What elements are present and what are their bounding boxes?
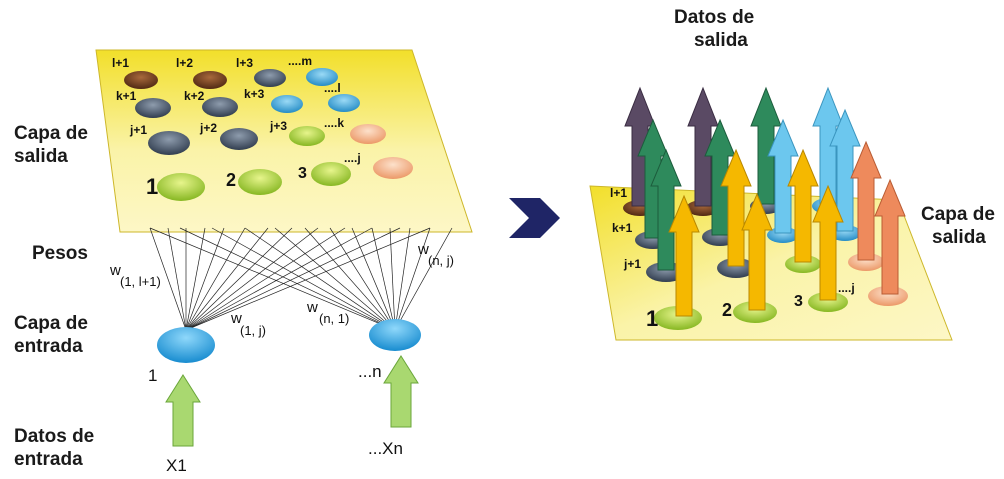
node-m <box>306 68 338 86</box>
svg-text:(1, j): (1, j) <box>240 323 266 338</box>
weight-connections <box>149 227 453 331</box>
grid-label-j1: j+1 <box>129 123 147 137</box>
grid-label-3: 3 <box>298 165 307 182</box>
output-arrows <box>624 86 906 317</box>
output-arrow-purple-2 <box>687 86 719 207</box>
grid-label-j: ....j <box>344 151 361 165</box>
chevron-arrow-icon <box>509 198 560 238</box>
svg-text:w: w <box>417 241 429 258</box>
grid-label-l2: l+2 <box>176 56 193 70</box>
right-grid-label-k1: k+1 <box>612 221 633 235</box>
node-k1 <box>135 98 171 118</box>
grid-label-k: ....k <box>324 116 344 130</box>
output-arrow-orange-1 <box>720 148 752 267</box>
input-arrow-n <box>383 355 419 428</box>
node-j2 <box>220 128 258 150</box>
grid-label-j3: j+3 <box>269 119 287 133</box>
node-l3 <box>254 69 286 87</box>
weight-label-1-l1: w (1, l+1) <box>109 262 161 289</box>
svg-text:(n, j): (n, j) <box>428 253 454 268</box>
right-output-layer-label-line1: Capa de <box>921 204 995 225</box>
svg-text:w: w <box>306 299 318 316</box>
grid-label-2: 2 <box>226 170 236 190</box>
output-layer-label-line2: salida <box>14 146 68 167</box>
output-node-labels: l+1 l+2 l+3 ....m k+1 k+2 k+3 ....l j+1 … <box>112 54 361 199</box>
node-3 <box>311 162 351 186</box>
right-network: l+1 k+1 j+1 1 2 3 ....j <box>589 7 995 341</box>
output-nodes <box>124 68 413 201</box>
input-data-label-line1: Datos de <box>14 426 94 447</box>
svg-text:(n, 1): (n, 1) <box>319 311 349 326</box>
weight-label-n-j: w (n, j) <box>417 241 454 268</box>
right-grid-label-j: ....j <box>838 281 855 295</box>
grid-label-j2: j+2 <box>199 121 217 135</box>
output-arrow-green-1 <box>750 86 782 205</box>
right-grid-label-3: 3 <box>794 293 803 310</box>
right-grid-label-j1: j+1 <box>623 257 641 271</box>
right-grid-label-l1: l+1 <box>610 186 627 200</box>
output-arrow-green-4 <box>650 148 682 271</box>
weight-label-n-1: w (n, 1) <box>306 299 349 326</box>
left-network: l+1 l+2 l+3 ....m k+1 k+2 k+3 ....l j+1 … <box>14 49 473 475</box>
svg-text:(1, l+1): (1, l+1) <box>120 274 161 289</box>
node-j <box>373 157 413 179</box>
node-k <box>350 124 386 144</box>
node-j3 <box>289 126 325 146</box>
output-arrow-lightblue-3 <box>829 108 861 232</box>
output-arrow-lightblue-2 <box>767 118 799 234</box>
output-arrow-orange-2 <box>787 148 819 263</box>
input-xn-label: ...Xn <box>368 439 403 458</box>
right-node-2 <box>733 301 777 323</box>
input-node-n-label: ...n <box>358 362 382 381</box>
grid-label-k1: k+1 <box>116 89 137 103</box>
input-node-n <box>369 319 421 351</box>
input-x1-label: X1 <box>166 456 187 475</box>
output-data-label-line1: Datos de <box>674 7 754 28</box>
node-2 <box>238 169 282 195</box>
right-node-3 <box>808 292 848 312</box>
input-layer-label-line2: entrada <box>14 336 83 357</box>
node-l <box>328 94 360 112</box>
input-arrow-1 <box>165 374 201 447</box>
node-l2 <box>193 71 227 89</box>
node-j1 <box>148 131 190 155</box>
output-arrow-orange-3 <box>668 194 700 317</box>
node-k2 <box>202 97 238 117</box>
output-arrow-orange-4 <box>741 192 773 311</box>
svg-text:w: w <box>230 310 242 327</box>
input-layer-label-line1: Capa de <box>14 313 88 334</box>
grid-label-k2: k+2 <box>184 89 205 103</box>
output-arrow-salmon-1 <box>850 140 882 261</box>
grid-label-m: ....m <box>288 54 312 68</box>
grid-label-1: 1 <box>146 174 158 199</box>
grid-label-l1: l+1 <box>112 56 129 70</box>
output-layer-label-line1: Capa de <box>14 123 88 144</box>
grid-label-k3: k+3 <box>244 87 265 101</box>
output-arrow-salmon-2 <box>874 178 906 295</box>
grid-label-l: ....l <box>324 81 341 95</box>
weight-label-1-j: w (1, j) <box>230 310 266 338</box>
right-node-k <box>848 253 884 271</box>
weights-label: Pesos <box>32 243 88 264</box>
grid-label-l3: l+3 <box>236 56 253 70</box>
input-node-1 <box>157 327 215 363</box>
right-output-layer-label-line2: salida <box>932 227 986 248</box>
input-node-1-label: 1 <box>148 366 157 385</box>
right-grid-label-1: 1 <box>646 306 658 331</box>
node-k3 <box>271 95 303 113</box>
right-node-j2 <box>717 258 755 278</box>
svg-text:w: w <box>109 262 121 279</box>
right-grid-label-2: 2 <box>722 300 732 320</box>
input-data-label-line2: entrada <box>14 449 83 470</box>
output-arrow-orange-5 <box>812 184 844 301</box>
right-node-j3 <box>785 255 821 273</box>
node-1 <box>157 173 205 201</box>
node-l1 <box>124 71 158 89</box>
output-data-label-line2: salida <box>694 30 748 51</box>
